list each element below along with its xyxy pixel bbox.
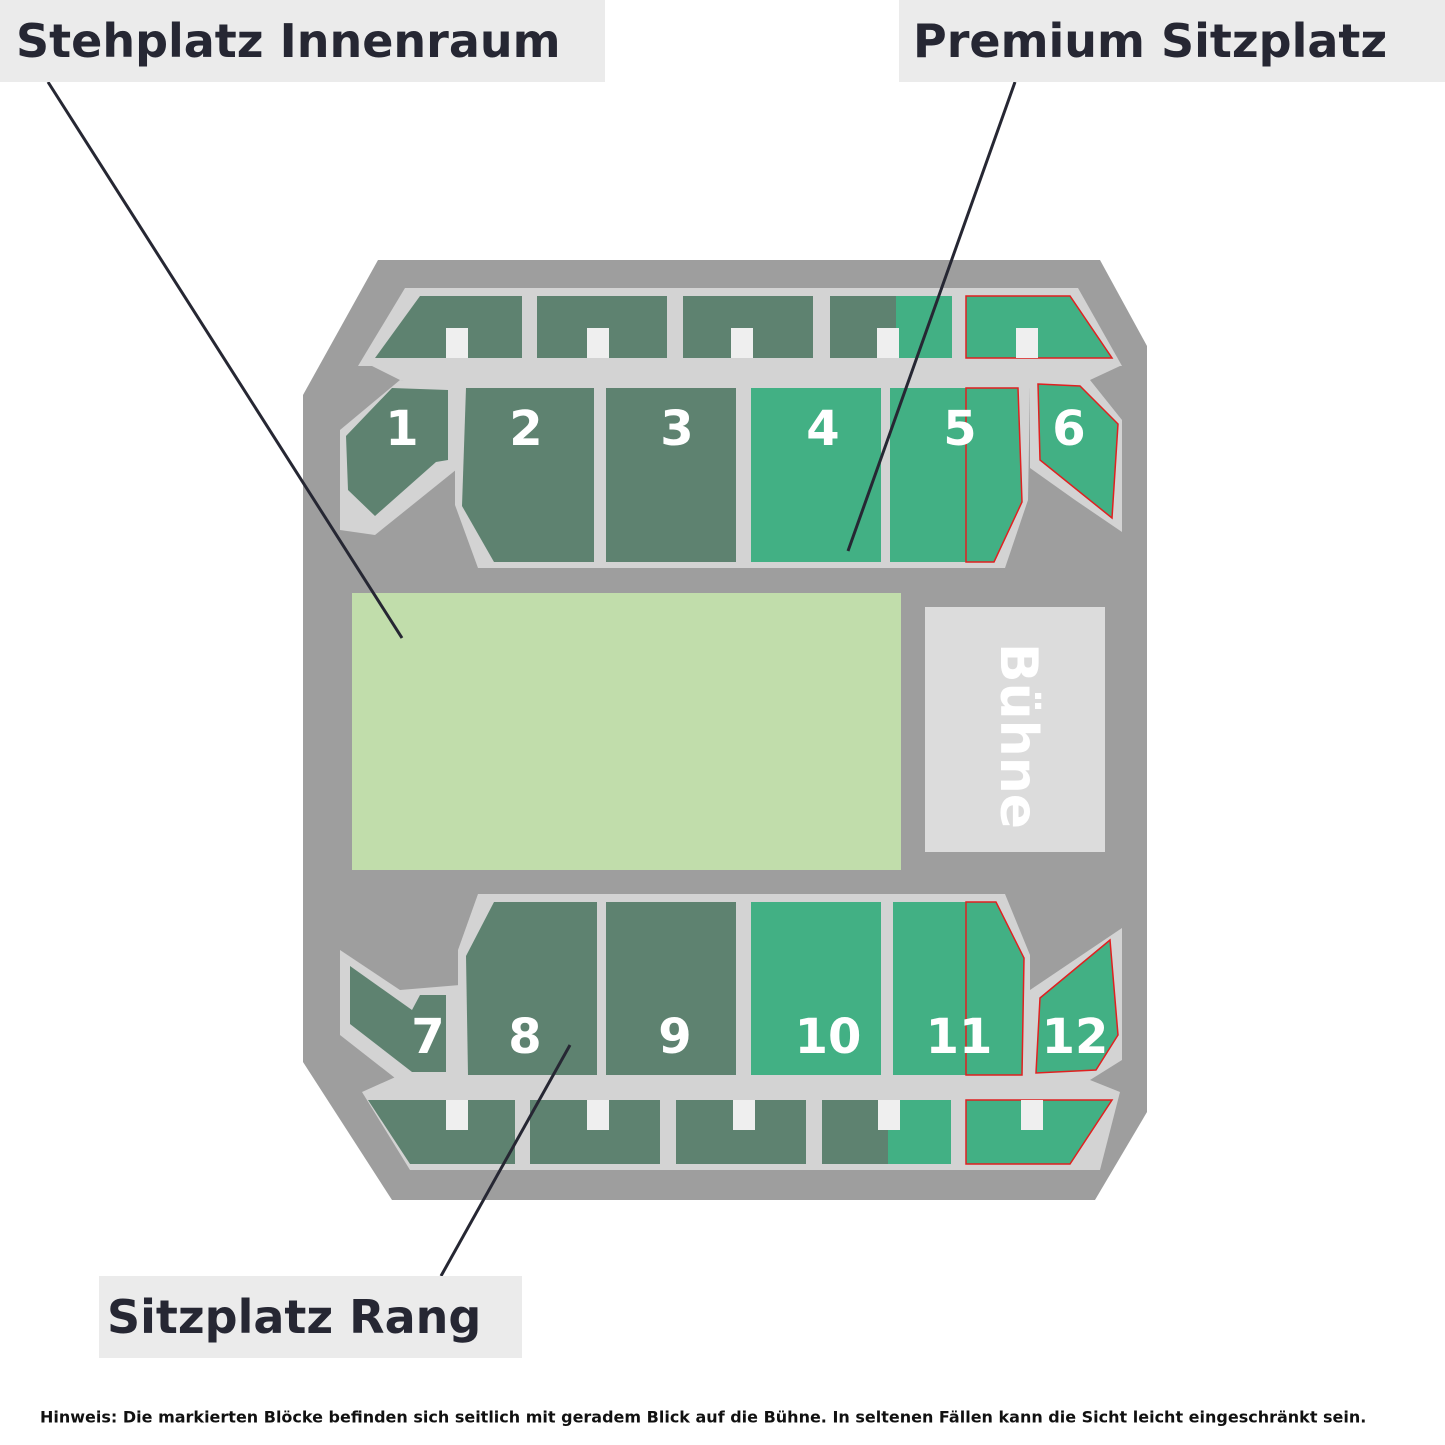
block-label-8: 8 xyxy=(508,1009,541,1065)
block-label-3: 3 xyxy=(660,401,693,457)
upper-ring-top-1[interactable] xyxy=(375,296,522,358)
block-label-11: 11 xyxy=(926,1009,993,1065)
block-10[interactable] xyxy=(751,902,881,1075)
upper-ring-bottom-5[interactable] xyxy=(965,1099,1114,1165)
stair-bottom-3 xyxy=(733,1100,755,1130)
upper-ring-bottom-1[interactable] xyxy=(368,1100,515,1164)
walkway-bottom-main xyxy=(458,894,1030,1078)
block-label-5: 5 xyxy=(943,401,976,457)
block-label-7: 7 xyxy=(411,1009,444,1065)
stair-bottom-1 xyxy=(446,1100,468,1130)
footnote: Hinweis: Die markierten Blöcke befinden … xyxy=(40,1407,1367,1427)
stair-top-3 xyxy=(731,328,753,358)
block-label-6: 6 xyxy=(1052,401,1085,457)
upper-ring-top-4-premium[interactable] xyxy=(896,296,952,358)
stair-bottom-2 xyxy=(587,1100,609,1130)
upper-ring-bottom-4-rang[interactable] xyxy=(822,1100,888,1164)
block-2[interactable] xyxy=(462,388,594,562)
stair-bottom-4 xyxy=(878,1100,900,1130)
stage-label: Bühne xyxy=(988,643,1048,829)
block-label-2: 2 xyxy=(509,401,542,457)
walkway-top-main xyxy=(455,385,1030,568)
block-label-10: 10 xyxy=(795,1009,862,1065)
block-7[interactable] xyxy=(350,966,446,1072)
block-12[interactable] xyxy=(1035,938,1119,1074)
block-6[interactable] xyxy=(1037,383,1119,520)
walkway-top-lower xyxy=(372,366,1120,388)
stair-top-2 xyxy=(587,328,609,358)
leader-rang xyxy=(439,1044,572,1277)
legend-premium: Premium Sitzplatz xyxy=(899,0,1445,82)
stair-top-1 xyxy=(446,328,468,358)
block-5[interactable] xyxy=(890,388,966,562)
upper-ring-top-5[interactable] xyxy=(965,295,1114,359)
block-11[interactable] xyxy=(893,902,966,1075)
legend-rang: Sitzplatz Rang xyxy=(99,1276,522,1358)
block-5-limited[interactable] xyxy=(965,387,1023,563)
block-1[interactable] xyxy=(346,388,448,516)
block-4[interactable] xyxy=(751,388,881,562)
stair-top-5 xyxy=(1016,328,1038,358)
block-3[interactable] xyxy=(606,388,736,562)
stage xyxy=(925,607,1105,852)
block-11-limited[interactable] xyxy=(965,901,1025,1076)
legend-standing: Stehplatz Innenraum xyxy=(0,0,605,82)
leader-premium xyxy=(846,81,1017,552)
block-label-1: 1 xyxy=(385,401,418,457)
leader-standing xyxy=(46,81,404,639)
block-label-12: 12 xyxy=(1042,1009,1109,1065)
standing-area[interactable] xyxy=(352,593,901,870)
block-label-4: 4 xyxy=(806,401,839,457)
block-9[interactable] xyxy=(606,902,736,1075)
stair-bottom-5 xyxy=(1021,1100,1043,1130)
block-label-9: 9 xyxy=(658,1009,691,1065)
stair-top-4 xyxy=(877,328,899,358)
block-8[interactable] xyxy=(466,902,597,1075)
